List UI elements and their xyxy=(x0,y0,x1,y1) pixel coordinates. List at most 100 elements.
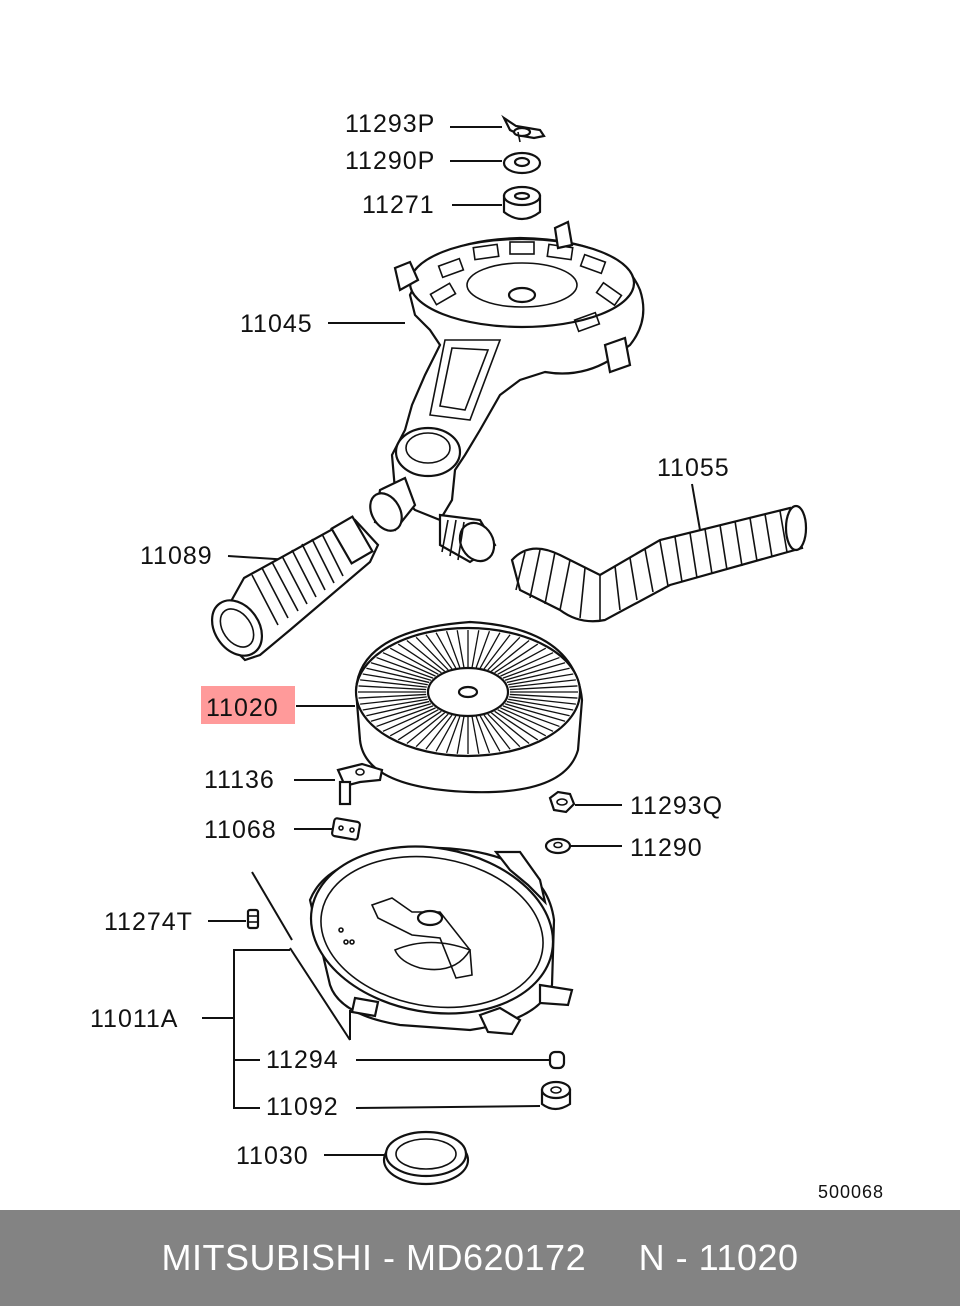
label-11092[interactable]: 11092 xyxy=(266,1093,339,1121)
label-11045[interactable]: 11045 xyxy=(240,310,313,338)
diagram-code: 500068 xyxy=(818,1182,884,1202)
filter-pleat-line xyxy=(483,634,511,670)
filter-pleat-line xyxy=(471,716,480,754)
filter-pleat-line xyxy=(500,652,554,677)
filter-pleat-line xyxy=(366,667,430,684)
filter-pleat-line xyxy=(376,656,434,679)
filter-pleat-line xyxy=(504,703,566,722)
filter-pleat-line xyxy=(397,643,442,674)
footer-bar: MITSUBISHI - MD620172 N - 11020 xyxy=(0,1210,960,1306)
filter-pleat-line xyxy=(362,698,428,711)
filter-pleat-line xyxy=(406,712,446,745)
label-11030[interactable]: 11030 xyxy=(236,1142,309,1170)
part-11055-hose[interactable] xyxy=(510,504,808,623)
filter-pleat-line xyxy=(406,639,446,672)
filter-pleat-line xyxy=(479,715,501,752)
filter-pleat-line xyxy=(358,685,427,691)
filter-pleat-line xyxy=(362,673,428,686)
filter-pleat-line xyxy=(370,703,432,722)
filter-pleat-line xyxy=(509,696,576,705)
filter-pleat-line xyxy=(508,673,574,686)
filter-pleat-line xyxy=(475,716,491,754)
label-11055[interactable]: 11055 xyxy=(657,454,730,482)
part-11030-seal[interactable] xyxy=(382,1130,470,1186)
label-11068[interactable]: 11068 xyxy=(204,816,277,844)
label-11293p[interactable]: 11293P xyxy=(345,110,435,138)
filter-pleat-line xyxy=(360,696,427,705)
filter-pleat-line xyxy=(456,630,465,668)
part-11089-duct[interactable] xyxy=(202,515,380,666)
filter-pleat-line xyxy=(508,698,574,711)
label-11290[interactable]: 11290 xyxy=(630,834,703,862)
filter-pleat-line xyxy=(479,632,501,669)
filter-pleat-line xyxy=(487,636,521,671)
filter-pleat-line xyxy=(500,707,554,732)
filter-pleat-line xyxy=(506,700,570,717)
filter-pleat-line xyxy=(506,667,570,684)
exploded-view-drawing: 11293P 11290P 11271 11045 11055 11089 11… xyxy=(90,110,884,1202)
label-11011a[interactable]: 11011A xyxy=(90,1005,178,1033)
filter-pleat-line xyxy=(494,643,539,674)
filter-pleat-line xyxy=(509,685,578,691)
filter-pleat-line xyxy=(370,662,432,681)
filter-pleat-line xyxy=(471,630,480,668)
filter-pleat-line xyxy=(490,712,530,745)
label-11293q[interactable]: 11293Q xyxy=(630,792,723,820)
filter-pleat-line xyxy=(382,652,436,677)
filter-pleat-line xyxy=(445,716,461,754)
footer-part-info: MITSUBISHI - MD620172 N - 11020 xyxy=(161,1237,799,1278)
part-11045-cover[interactable] xyxy=(364,220,645,567)
part-11271-grommet[interactable] xyxy=(502,185,542,221)
filter-pleat-line xyxy=(497,709,547,737)
filter-pleat-line xyxy=(397,710,442,741)
part-11092-grommet[interactable] xyxy=(540,1080,572,1111)
label-11274t[interactable]: 11274T xyxy=(104,908,193,936)
part-11020-filter[interactable] xyxy=(354,620,584,794)
part-11136-bracket[interactable] xyxy=(336,762,384,806)
leader-lines xyxy=(202,126,701,1156)
label-11294[interactable]: 11294 xyxy=(266,1046,339,1074)
filter-pleat-line xyxy=(494,710,539,741)
filter-pleat-line xyxy=(360,679,427,688)
filter-pleat-line xyxy=(382,707,436,732)
part-11068-plate[interactable] xyxy=(331,817,361,841)
part-11290-washer[interactable] xyxy=(544,837,572,855)
filter-pleat-line xyxy=(504,662,566,681)
part-11294-plug[interactable] xyxy=(548,1050,566,1070)
filter-pleat-line xyxy=(490,639,530,672)
label-11020[interactable]: 11020 xyxy=(206,694,279,722)
filter-pleat-line xyxy=(389,709,439,737)
filter-pleat-line xyxy=(415,713,449,748)
label-11089[interactable]: 11089 xyxy=(140,542,213,570)
label-11290p[interactable]: 11290P xyxy=(345,147,435,175)
filter-pleat-line xyxy=(415,636,449,671)
filter-pleat-line xyxy=(502,705,560,728)
highlight-box-11020 xyxy=(201,686,295,724)
filter-pleat-line xyxy=(445,630,461,668)
filter-pleat-line xyxy=(425,634,453,670)
filter-pleat-line xyxy=(502,656,560,679)
filter-pleat-line xyxy=(509,679,576,688)
part-11293q-nut[interactable] xyxy=(548,790,576,814)
filter-pleat-line xyxy=(366,700,430,717)
filter-pleat-line xyxy=(389,647,439,675)
filter-pleat-line xyxy=(483,714,511,750)
part-11274t-bolt[interactable] xyxy=(246,908,260,930)
parts-diagram: 11293P 11290P 11271 11045 11055 11089 11… xyxy=(90,110,884,1202)
filter-pleat-line xyxy=(435,715,457,752)
part-11293p-wing-nut[interactable] xyxy=(501,114,546,143)
filter-pleat-line xyxy=(435,632,457,669)
filter-pleat-line xyxy=(487,713,521,748)
filter-pleat-line xyxy=(358,693,427,699)
filter-pleat-line xyxy=(497,647,547,675)
part-11011a-case[interactable] xyxy=(298,828,574,1036)
filter-pleat-line xyxy=(425,714,453,750)
label-11271[interactable]: 11271 xyxy=(362,191,435,219)
filter-pleat-line xyxy=(475,630,491,668)
part-11290p-washer[interactable] xyxy=(502,151,542,175)
filter-pleat-line xyxy=(456,716,465,754)
filter-pleats xyxy=(358,630,578,754)
filter-pleat-line xyxy=(509,693,578,699)
label-11136[interactable]: 11136 xyxy=(204,766,275,794)
filter-pleat-line xyxy=(376,705,434,728)
